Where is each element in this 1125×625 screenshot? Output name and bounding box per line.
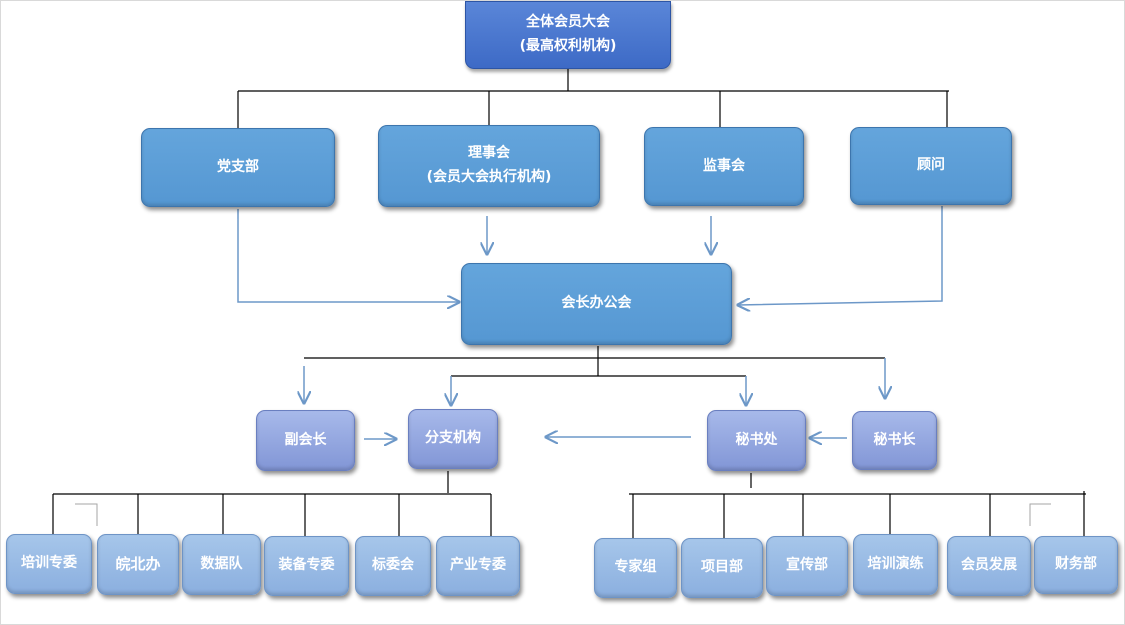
branch-unit-label: 产业专委: [450, 557, 506, 574]
secretariat-unit-label: 宣传部: [786, 557, 828, 574]
secretariat-unit-node: 培训演练: [853, 534, 938, 595]
secretariat-unit-node: 会员发展: [947, 536, 1031, 596]
secretariat-unit-label: 会员发展: [961, 557, 1017, 574]
branch-unit-label: 数据队: [200, 555, 243, 572]
corner-bracket: [75, 503, 98, 526]
secretary-general-label: 秘书长: [873, 431, 916, 448]
advisor-label: 顾问: [917, 157, 945, 174]
branch-unit-label: 培训专委: [21, 555, 77, 572]
secretariat-label: 秘书处: [735, 431, 778, 448]
branch-unit-label: 标委会: [372, 557, 414, 574]
secretariat-unit-label: 财务部: [1055, 556, 1097, 573]
general-assembly-node: 全体会员大会 (最高权利机构): [465, 1, 671, 69]
branch-unit-node: 装备专委: [264, 536, 349, 596]
advisor-to-office-arrow: [738, 206, 943, 305]
supervisory-board-node: 监事会: [644, 127, 804, 206]
party-branch-label: 党支部: [217, 158, 259, 175]
general-assembly-subtitle: (最高权利机构): [519, 38, 617, 54]
secretariat-node: 秘书处: [707, 410, 806, 471]
branch-unit-node: 数据队: [182, 534, 261, 595]
council-title: 理事会: [468, 145, 510, 162]
advisor-node: 顾问: [850, 127, 1012, 205]
branch-unit-label: 装备专委: [278, 557, 335, 574]
vice-president-node: 副会长: [256, 410, 355, 471]
branch-unit-node: 标委会: [355, 536, 431, 596]
vice-president-label: 副会长: [284, 431, 327, 448]
branch-unit-node: 培训专委: [6, 534, 92, 594]
general-assembly-title: 全体会员大会: [526, 14, 610, 31]
secretariat-unit-node: 宣传部: [766, 536, 848, 596]
secretariat-unit-label: 专家组: [614, 559, 657, 576]
branch-unit-label: 皖北办: [115, 554, 161, 573]
party-branch-node: 党支部: [141, 128, 335, 207]
president-office-node: 会长办公会: [461, 263, 732, 345]
council-node: 理事会 (会员大会执行机构): [378, 125, 600, 207]
secretariat-unit-label: 培训演练: [867, 555, 924, 572]
secretariat-unit-node: 专家组: [594, 538, 677, 598]
corner-bracket: [1029, 503, 1051, 526]
party-to-office-arrow: [237, 209, 459, 302]
secretariat-unit-label: 项目部: [701, 559, 743, 576]
secretariat-unit-node: 财务部: [1034, 536, 1118, 594]
president-office-label: 会长办公会: [561, 295, 632, 312]
branches-node: 分支机构: [408, 409, 498, 469]
branches-label: 分支机构: [425, 430, 481, 447]
council-subtitle: (会员大会执行机构): [426, 169, 552, 185]
branch-unit-node: 产业专委: [436, 536, 520, 596]
secretary-general-node: 秘书长: [852, 411, 937, 470]
branch-unit-node: 皖北办: [97, 534, 179, 595]
secretariat-unit-node: 项目部: [681, 538, 763, 598]
supervisory-board-label: 监事会: [703, 157, 745, 174]
